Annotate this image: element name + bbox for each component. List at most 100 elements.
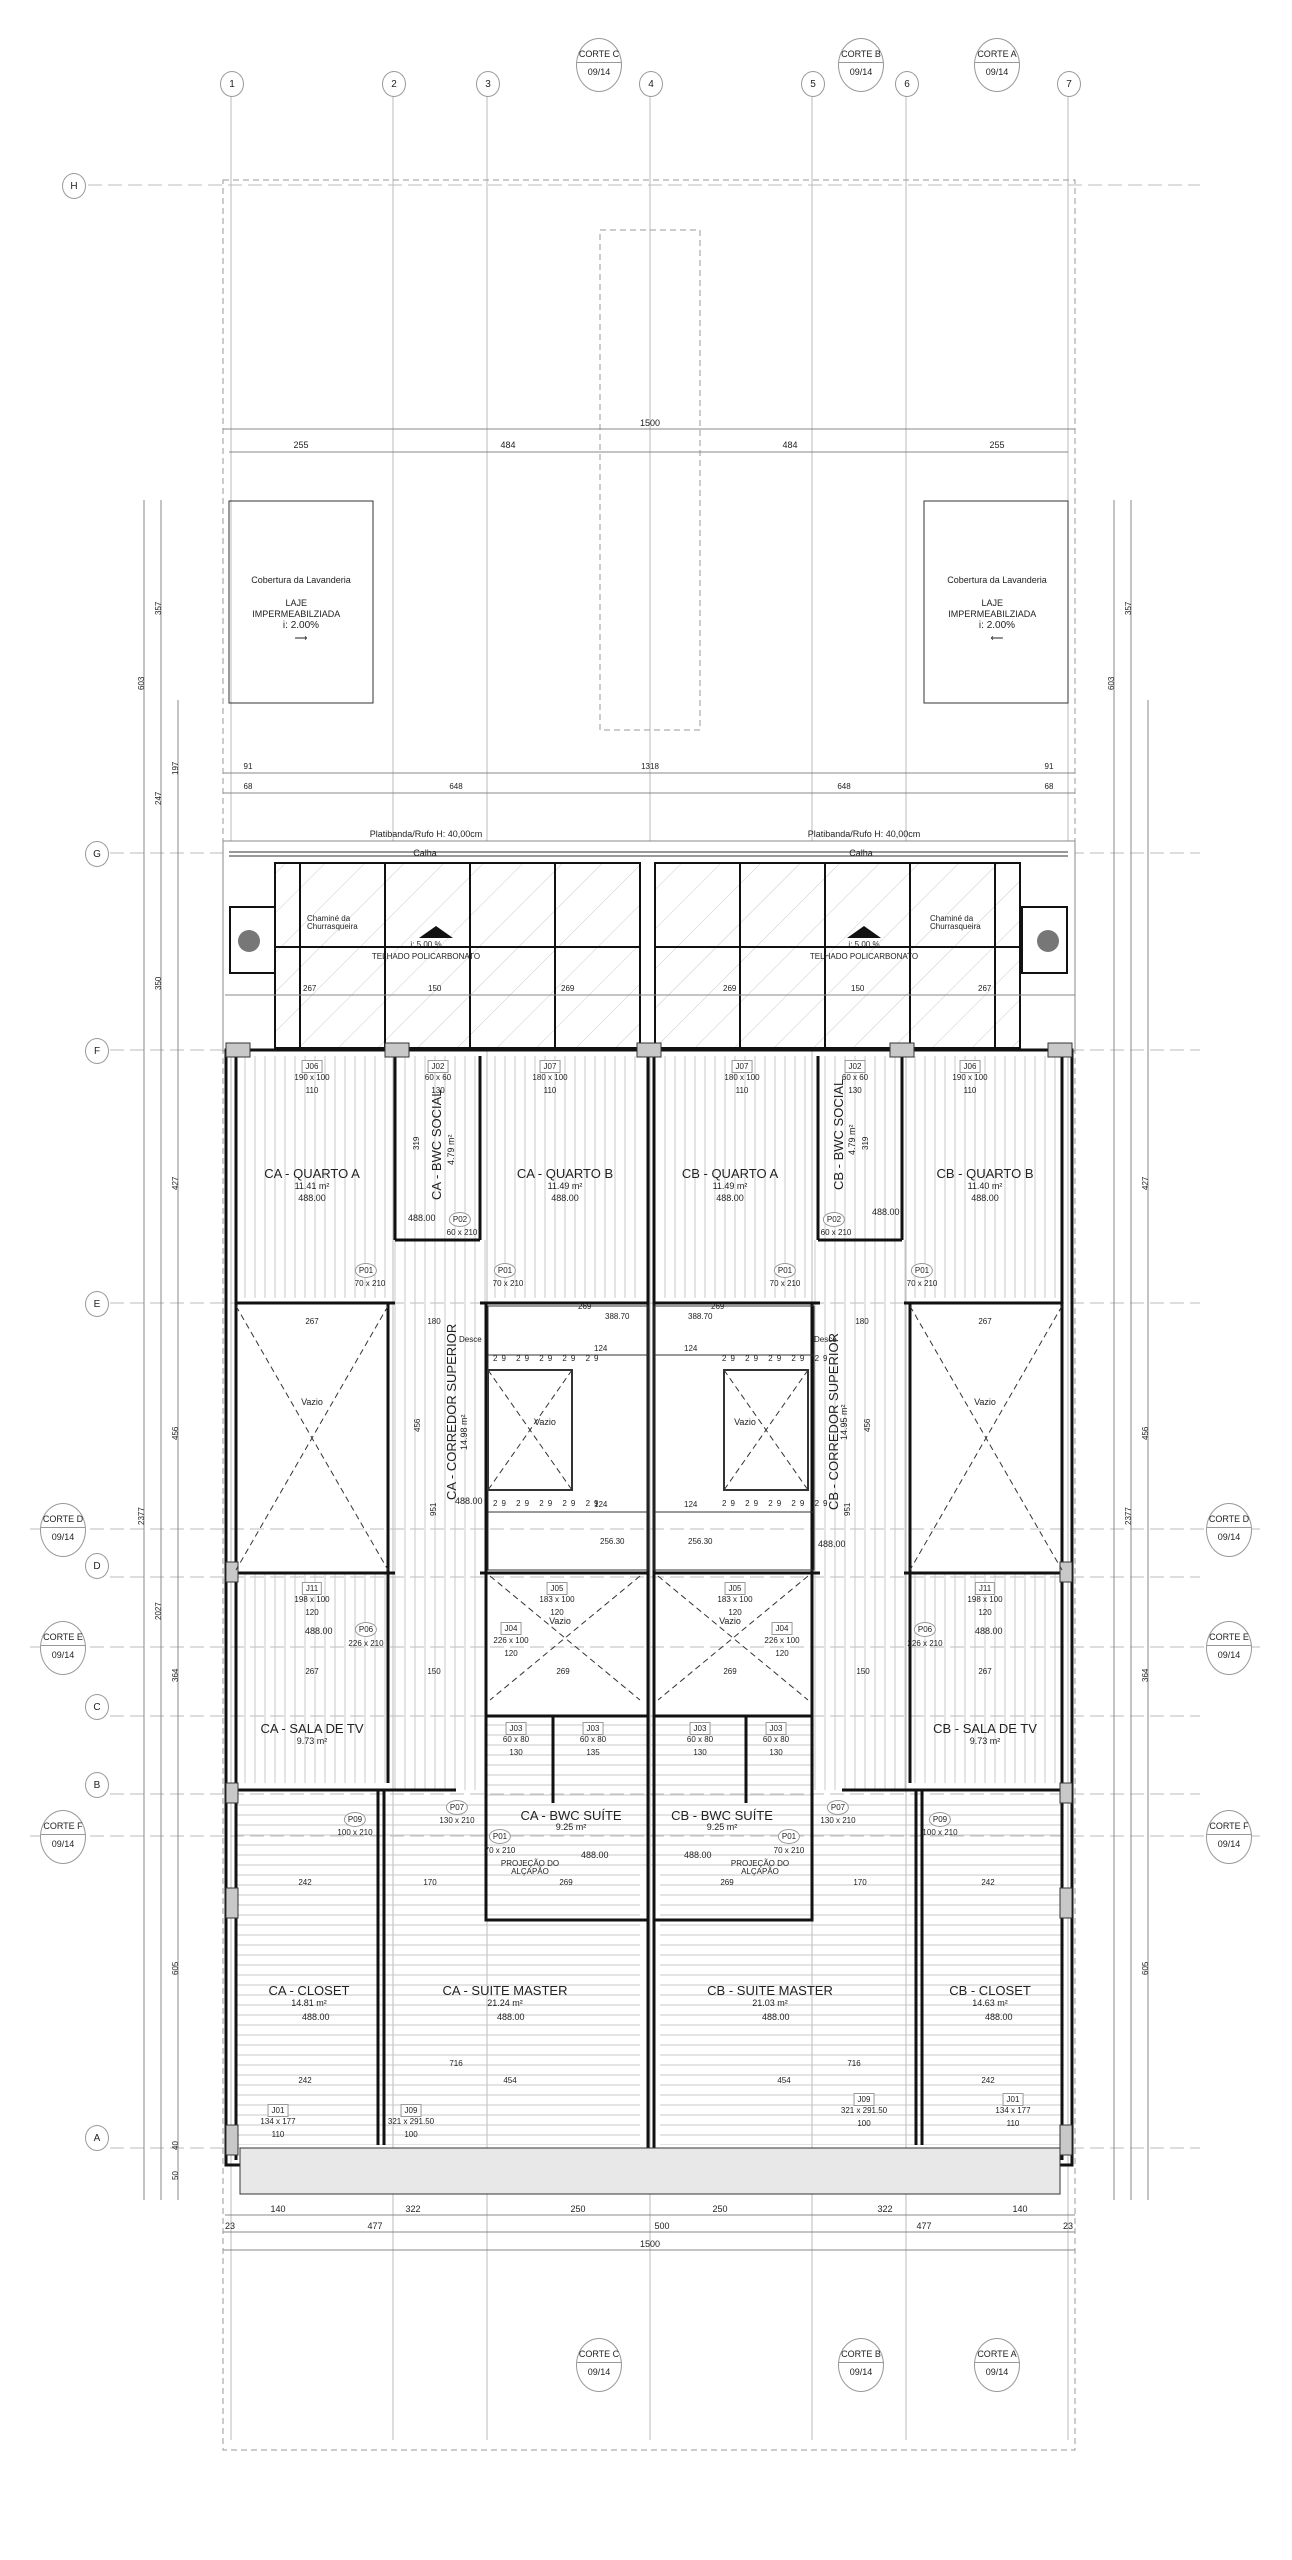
room-name-ca-suite-master[interactable]: CA - SUITE MASTER (442, 1983, 568, 1998)
room-name-ca-closet[interactable]: CA - CLOSET (268, 1983, 350, 1998)
room-name-cb-bwc-suite[interactable]: CB - BWC SUÍTE (671, 1808, 773, 1823)
void-label: Vazio (301, 1397, 323, 1407)
void-crosses (235, 1305, 1063, 1701)
room-name-ca-quarto-a[interactable]: CA - QUARTO A (264, 1166, 360, 1181)
stair-treads-left-bottom: 29 29 29 29 29 (493, 1499, 603, 1508)
room-name-cb-quarto-b[interactable]: CB - QUARTO B (936, 1166, 1034, 1181)
structural-columns (225, 1042, 1073, 2156)
level-marker: 488.00 (305, 1626, 333, 1636)
dim-b-250: 250 (712, 2204, 728, 2214)
room-name-ca-quarto-b[interactable]: CA - QUARTO B (516, 1166, 614, 1181)
door-tag: P06 (913, 1622, 937, 1637)
grid-axis-f: F (85, 1038, 109, 1064)
room-name-ca-sala-tv[interactable]: CA - SALA DE TV (260, 1721, 364, 1736)
room-name-cb-closet[interactable]: CB - CLOSET (949, 1983, 1031, 1998)
void-label: Vazio (534, 1417, 556, 1427)
roof-material-right: TELHADO POLICARBONATO (809, 952, 919, 961)
window-sill: 110 (1006, 2119, 1020, 2128)
dim: 267 (978, 1667, 992, 1676)
window-size: 60 x 80 (502, 1735, 530, 1744)
door-tag: P07 (826, 1800, 850, 1815)
window-size: 198 x 100 (294, 1595, 330, 1604)
window-sill: 120 (728, 1608, 742, 1617)
chimney-label-left: Chaminé da Churrasqueira (307, 914, 358, 931)
window-size: 60 x 80 (686, 1735, 714, 1744)
window-tag: J03 (505, 1722, 527, 1735)
dim-b-500: 500 (654, 2221, 670, 2231)
dim: 150 (856, 1667, 870, 1676)
window-tag: J03 (689, 1722, 711, 1735)
window-sill: 120 (550, 1608, 564, 1617)
level-marker: 488.00 (762, 2012, 790, 2022)
level-marker: 488.00 (975, 1626, 1003, 1636)
grid-axis-d: D (85, 1553, 109, 1579)
door-size: 226 x 210 (907, 1639, 943, 1648)
room-name-cb-quarto-a[interactable]: CB - QUARTO A (681, 1166, 779, 1181)
dim-v-603-r: 603 (1107, 676, 1116, 690)
dim: 454 (503, 2076, 517, 2085)
window-tag: J02 (844, 1060, 866, 1073)
dim-269: 269 (711, 1302, 725, 1311)
room-name-ca-bwc-suite[interactable]: CA - BWC SUÍTE (520, 1808, 622, 1823)
room-area: 9.25 m² (706, 1822, 738, 1832)
window-size: 60 x 80 (762, 1735, 790, 1744)
grid-axis-4: 4 (639, 71, 663, 97)
door-tag: P01 (910, 1263, 934, 1278)
stairs-landing: 124 (594, 1500, 608, 1509)
stairs-bottom-level-right: 256.30 (688, 1537, 713, 1546)
window-tag: J02 (427, 1060, 449, 1073)
dim-roof-150-r: 150 (851, 984, 865, 993)
grid-axis-e: E (85, 1291, 109, 1317)
roof-slope-right: i: 5,00 % (848, 940, 880, 949)
stair-treads-left-top: 29 29 29 29 29 (493, 1354, 603, 1363)
laundry-roof-right (923, 500, 1069, 704)
dim-b-477: 477 (916, 2221, 932, 2231)
window-size: 60 x 60 (424, 1073, 452, 1082)
door-tag: P01 (777, 1829, 801, 1844)
window-size: 183 x 100 (717, 1595, 753, 1604)
stairs-down-label-right: Desce (814, 1335, 837, 1344)
window-tag: J01 (267, 2104, 289, 2117)
window-sill: 110 (305, 1086, 319, 1095)
dim-b-140: 140 (270, 2204, 286, 2214)
dim-319: 319 (412, 1136, 421, 1150)
dim-top-1: 255 (293, 440, 309, 450)
dim: 269 (723, 1667, 737, 1676)
stairs-bottom-level-left: 256.30 (600, 1537, 625, 1546)
room-name-cb-sala-tv[interactable]: CB - SALA DE TV (933, 1721, 1037, 1736)
grid-axis-2: 2 (382, 71, 406, 97)
roof-slope-left: i: 5,00 % (410, 940, 442, 949)
laundry-roof-right-label: Cobertura da Lavanderia LAJE IMPERMEABIL… (947, 575, 1047, 643)
level-marker: 488.00 (551, 1193, 579, 1203)
window-tag: J04 (771, 1622, 793, 1635)
dim-269: 269 (578, 1302, 592, 1311)
slope-arrow-right-icon (847, 926, 881, 938)
stairs-landing: 124 (594, 1344, 608, 1353)
room-name-ca-corredor[interactable]: CA - CORREDOR SUPERIOR (444, 1323, 459, 1500)
level-marker: 488.00 (716, 1193, 744, 1203)
room-name-cb-bwc-social[interactable]: CB - BWC SOCIAL (831, 1078, 846, 1190)
dim-91-right: 91 (1044, 762, 1054, 771)
trapdoor-projection-label: PROJEÇÃO DO ALÇAPÃO (730, 1859, 790, 1876)
room-name-cb-suite-master[interactable]: CB - SUITE MASTER (707, 1983, 833, 1998)
room-area: 4.79 m² (847, 1124, 857, 1155)
level-marker: 488.00 (971, 1193, 999, 1203)
dim-b-23: 23 (224, 2221, 236, 2231)
door-tag: P01 (493, 1263, 517, 1278)
room-name-ca-bwc-social[interactable]: CA - BWC SOCIAL (429, 1089, 444, 1200)
stair-treads-right-top: 29 29 29 29 29 (722, 1354, 832, 1363)
dim-v-605: 605 (171, 1961, 180, 1975)
